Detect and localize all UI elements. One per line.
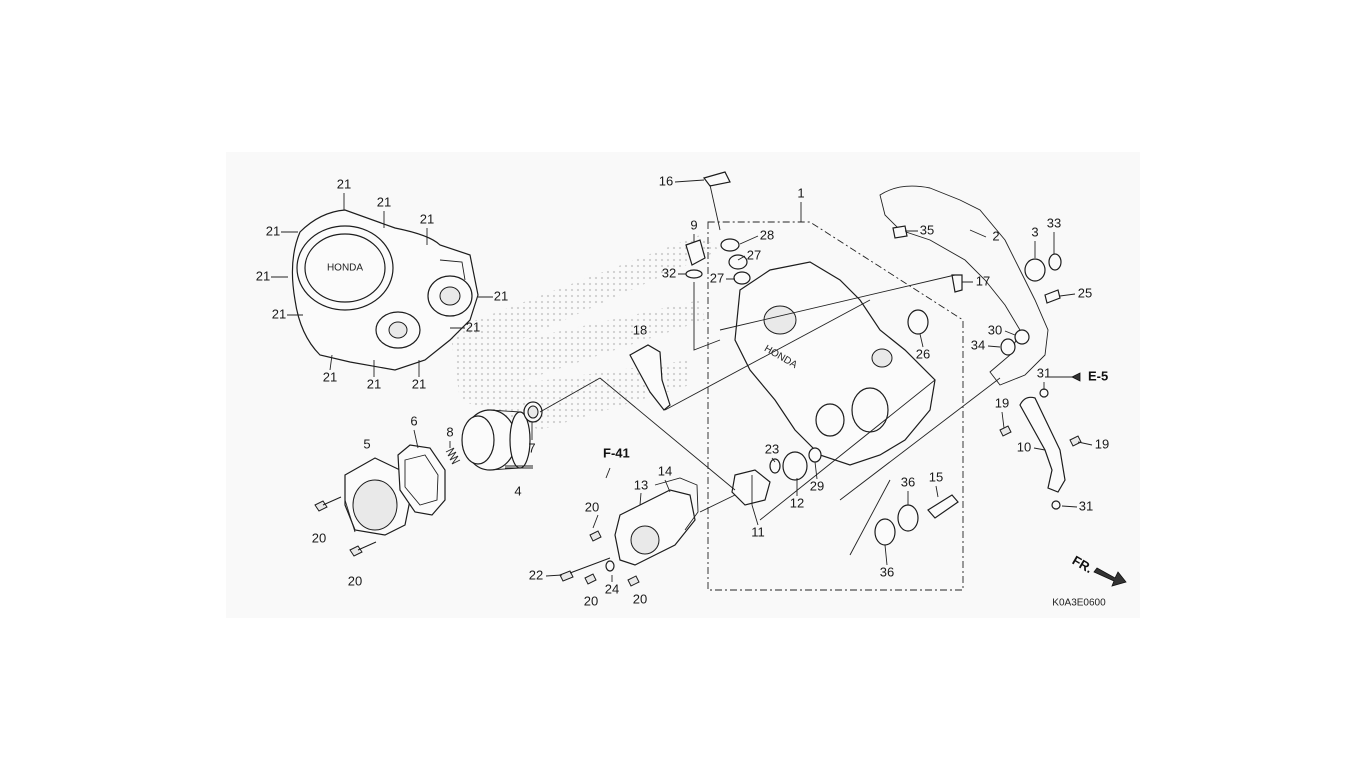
ref-e5: E-5	[1088, 368, 1108, 383]
callout-10: 10	[1017, 439, 1031, 454]
construction-lines	[344, 221, 1001, 591]
bearings-26-36	[874, 309, 929, 546]
callout-16: 16	[659, 173, 673, 188]
outer-cover-assembly: HONDA	[291, 209, 479, 371]
callout-17: 17	[976, 273, 990, 288]
front-direction-arrow: FR.	[1070, 553, 1127, 587]
callout-30: 30	[988, 322, 1002, 337]
dipstick-9-32	[685, 239, 706, 279]
shaft-15	[927, 494, 959, 519]
bracket-18	[629, 344, 671, 411]
callout-36: 36	[901, 474, 915, 489]
seals-12-23-29	[769, 447, 822, 481]
callout-35: 35	[920, 222, 934, 237]
ref-f41: F-41	[603, 445, 630, 460]
callout-27: 27	[747, 247, 761, 262]
callout-27: 27	[710, 270, 724, 285]
callout-26: 26	[916, 346, 930, 361]
leader-lines	[271, 179, 1093, 582]
callout-19: 19	[995, 395, 1009, 410]
seals-27-28	[720, 238, 751, 285]
oil-filter-element-4	[461, 409, 531, 471]
callout-36: 36	[880, 564, 894, 579]
collar-3-33	[1024, 253, 1062, 282]
oil-filter-cover-5	[344, 457, 411, 536]
callout-15: 15	[929, 469, 943, 484]
callout-4: 4	[514, 483, 521, 498]
callout-29: 29	[810, 478, 824, 493]
callout-21: 21	[266, 223, 280, 238]
callout-19: 19	[1095, 436, 1109, 451]
callout-1: 1	[797, 185, 804, 200]
callout-11: 11	[751, 524, 765, 539]
callout-14: 14	[658, 463, 672, 478]
callout-22: 22	[529, 567, 543, 582]
callout-21: 21	[494, 288, 508, 303]
callout-20: 20	[348, 573, 362, 588]
callout-25: 25	[1078, 285, 1092, 300]
callout-21: 21	[337, 176, 351, 191]
water-pipe-10	[999, 388, 1082, 510]
right-crankcase-cover-1: HONDA	[734, 261, 936, 466]
callout-34: 34	[971, 337, 985, 352]
callout-18: 18	[633, 322, 647, 337]
bolts-20-left	[314, 496, 377, 557]
callout-21: 21	[466, 319, 480, 334]
callout-8: 8	[446, 424, 453, 439]
callout-21: 21	[256, 268, 270, 283]
bolts-20-22-center	[559, 530, 640, 587]
watermark-wing-logo	[450, 235, 720, 430]
callout-21: 21	[272, 306, 286, 321]
callout-24: 24	[605, 581, 619, 596]
callout-32: 32	[662, 265, 676, 280]
callout-31: 31	[1037, 365, 1051, 380]
callout-3: 3	[1031, 224, 1038, 239]
callout-20: 20	[312, 530, 326, 545]
orings-30-34	[1000, 329, 1030, 356]
callout-13: 13	[634, 477, 648, 492]
o-ring-14	[654, 477, 699, 531]
callout-2: 2	[992, 228, 999, 243]
callout-21: 21	[323, 369, 337, 384]
callouts: 21 21 21 21 21 21 21 21 21 21 21 6 5 8 7…	[256, 173, 1109, 608]
callout-12: 12	[790, 495, 804, 510]
callout-21: 21	[412, 376, 426, 391]
callout-23: 23	[765, 441, 779, 456]
callout-21: 21	[377, 194, 391, 209]
callout-33: 33	[1047, 215, 1061, 230]
water-pump-cover-13	[614, 489, 696, 566]
bolt-25	[1044, 289, 1061, 304]
oil-filter-gasket-6	[397, 444, 446, 516]
callout-28: 28	[760, 227, 774, 242]
cable-16	[702, 171, 731, 231]
spring-8	[445, 447, 461, 465]
figure-code: K0A3E0600	[1052, 598, 1106, 609]
callout-7: 7	[528, 440, 535, 455]
dowel-35	[892, 225, 908, 239]
pins-17	[951, 274, 963, 293]
callout-21: 21	[420, 211, 434, 226]
callout-9: 9	[690, 217, 697, 232]
water-pump-impeller-11	[731, 469, 771, 506]
callout-20: 20	[584, 593, 598, 608]
callout-5: 5	[363, 436, 370, 451]
gasket-2	[879, 185, 1049, 386]
o-ring-7	[523, 401, 543, 423]
callout-6: 6	[410, 413, 417, 428]
callout-20: 20	[633, 591, 647, 606]
fr-label: FR.	[1070, 553, 1096, 576]
callout-21: 21	[367, 376, 381, 391]
callout-31: 31	[1079, 498, 1093, 513]
callout-20: 20	[585, 499, 599, 514]
cover-honda-logo: HONDA	[327, 263, 363, 274]
